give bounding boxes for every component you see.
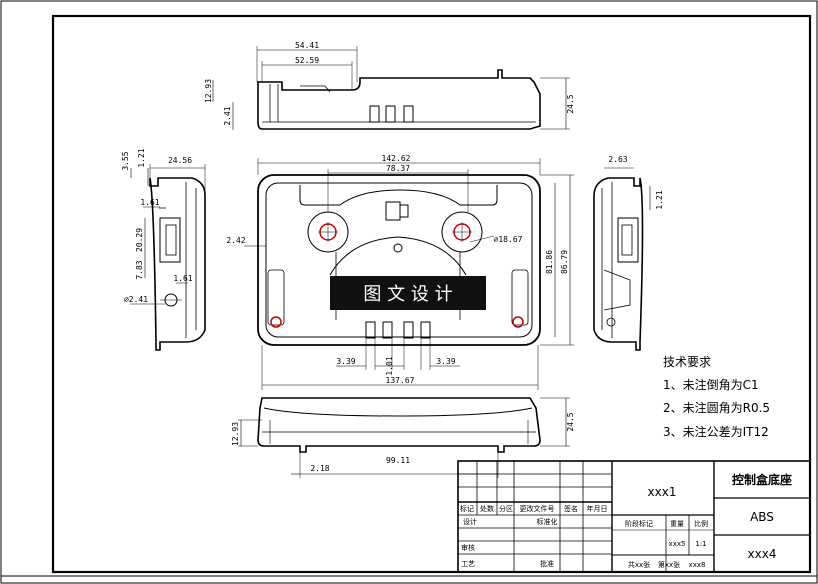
top-view: 54.41 52.59 12.93 2.41 24.5 xyxy=(204,41,575,130)
tb-weight-value: xxx5 xyxy=(669,540,686,548)
tb-header-zone: 分区 xyxy=(499,504,513,513)
dim-2-42: 2.42 xyxy=(226,236,245,245)
dim-142-62: 142.62 xyxy=(382,154,411,163)
dim-1-01: 1.01 xyxy=(385,356,394,375)
tb-scale-label: 比例 xyxy=(694,519,708,528)
dim-3-55: 3.55 xyxy=(121,151,130,170)
watermark-text: 图 文 设 计 xyxy=(363,284,452,305)
requirement-3: 3、未注公差为IT12 xyxy=(663,424,769,439)
tb-sheet-x8: xxx8 xyxy=(689,561,706,569)
tb-design: 设计 xyxy=(463,517,477,526)
tb-scale-value: 1:1 xyxy=(695,540,706,548)
dim-24-5-bottom: 24.5 xyxy=(566,412,575,431)
tb-standard: 标准化 xyxy=(537,517,558,526)
inner-frame xyxy=(51,14,812,574)
tb-header-change-doc: 更改文件号 xyxy=(520,504,555,513)
dim-52-59: 52.59 xyxy=(295,56,319,65)
dim-3-39-right: 3.39 xyxy=(436,357,455,366)
bottom-view: 12.93 24.5 2.18 99.11 xyxy=(231,397,575,478)
tb-drawing-name: 控制盒底座 xyxy=(732,472,792,487)
dim-1-61-top: 1.61 xyxy=(140,198,159,207)
tb-header-sign: 签名 xyxy=(564,504,578,513)
dim-2-63: 2.63 xyxy=(608,155,627,164)
dim-81-86: 81.86 xyxy=(545,250,554,274)
left-view: 3.55 1.21 24.56 1.61 20.29 7.83 1.61 ⌀2.… xyxy=(121,148,206,351)
dim-2-18: 2.18 xyxy=(310,464,329,473)
dim-3-39-left: 3.39 xyxy=(336,357,355,366)
dim-1-21-right: 1.21 xyxy=(655,190,664,209)
dim-20-29: 20.29 xyxy=(135,228,144,252)
requirements-title: 技术要求 xyxy=(663,355,711,369)
tb-review: 审核 xyxy=(461,543,475,552)
tb-weight-label: 重量 xyxy=(670,520,684,528)
tb-header-count: 处数 xyxy=(480,504,494,513)
dim-2-41: 2.41 xyxy=(223,106,232,125)
dim-24-5-top: 24.5 xyxy=(566,94,575,113)
requirement-1: 1、未注倒角为C1 xyxy=(663,377,759,392)
dim-12-93-bottom: 12.93 xyxy=(231,422,240,446)
dim-7-83: 7.83 xyxy=(135,260,144,279)
tb-header-mark: 标记 xyxy=(460,504,474,513)
title-block: 标记 处数 分区 更改文件号 签名 年月日 设计 标准化 审核 工艺 批准 阶段… xyxy=(457,460,811,573)
dim-dia-18-67: ⌀18.67 xyxy=(494,235,523,244)
tb-sheet-total: 共xx张 xyxy=(628,560,650,569)
dim-1-61-bottom: 1.61 xyxy=(173,274,192,283)
technical-requirements: 技术要求 1、未注倒角为C1 2、未注圆角为R0.5 3、未注公差为IT12 xyxy=(663,355,770,439)
right-view: 2.63 1.21 xyxy=(593,155,664,351)
dim-1-21-left: 1.21 xyxy=(137,148,146,167)
tb-header-date: 年月日 xyxy=(587,504,608,513)
tb-code-1: xxx1 xyxy=(648,485,677,499)
tb-code-4: xxx4 xyxy=(748,547,777,561)
dim-78-37: 78.37 xyxy=(386,164,410,173)
dim-dia-2-41: ⌀2.41 xyxy=(124,295,148,304)
requirement-2: 2、未注圆角为R0.5 xyxy=(663,400,770,415)
dim-54-41: 54.41 xyxy=(295,41,319,50)
dim-24-56: 24.56 xyxy=(168,156,192,165)
tb-material: ABS xyxy=(750,510,774,524)
dim-99-11: 99.11 xyxy=(386,456,410,465)
dim-86-79: 86.79 xyxy=(560,250,569,274)
dim-137-67: 137.67 xyxy=(386,376,415,385)
front-view: 142.62 78.37 2.42 ⌀18.67 81.86 86.79 3.3… xyxy=(226,154,574,390)
tb-sheet-no: 第xx张 xyxy=(658,560,680,569)
tb-process: 工艺 xyxy=(461,560,475,568)
tb-approve: 批准 xyxy=(540,559,554,568)
watermark: 图 文 设 计 xyxy=(330,276,486,310)
dim-12-93: 12.93 xyxy=(204,79,213,103)
tb-stage-label: 阶段标记 xyxy=(625,519,653,528)
